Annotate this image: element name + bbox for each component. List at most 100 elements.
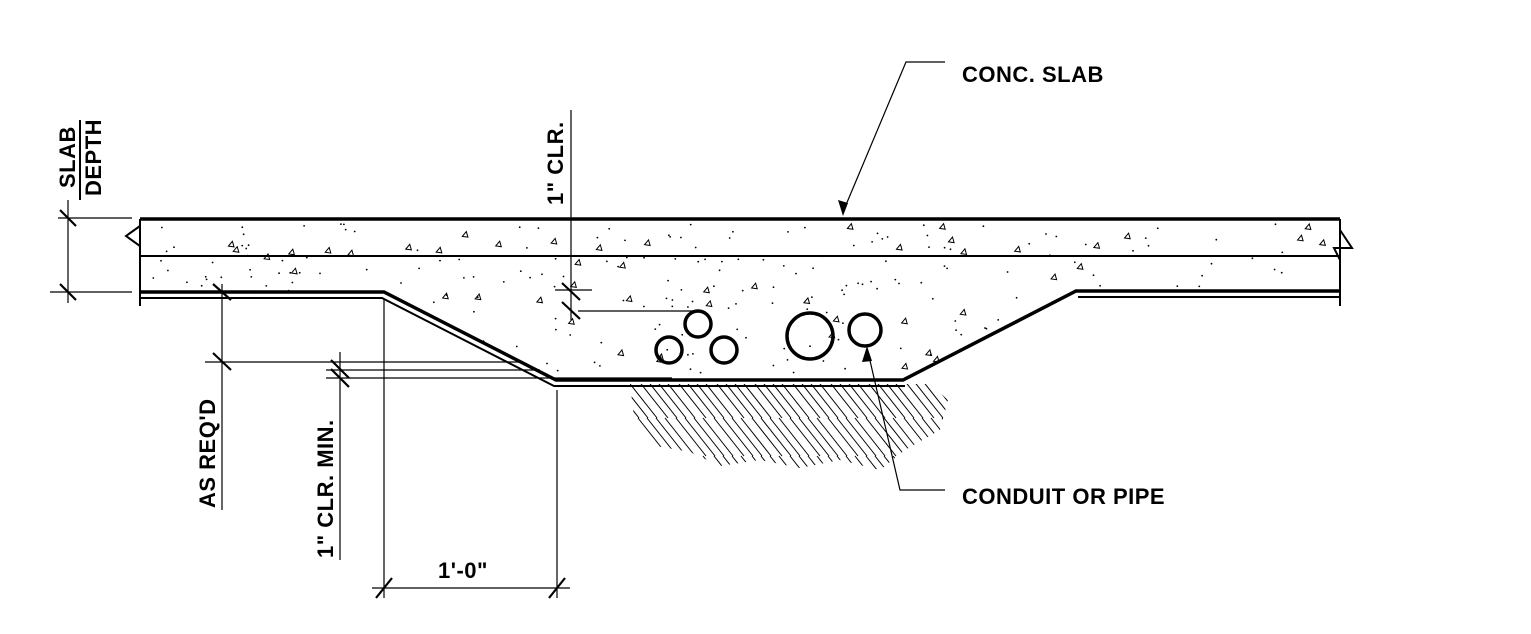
- soil-hatch-line: [883, 455, 915, 470]
- clr-min-tick-bot: [330, 368, 350, 388]
- soil-hatch-line: [903, 384, 935, 419]
- aggregate-speck: [152, 277, 155, 279]
- aggregate-speck: [894, 278, 897, 281]
- aggregate-speck: [689, 368, 692, 370]
- aggregate-speck: [1037, 340, 1040, 343]
- aggregate-speck: [943, 246, 946, 249]
- aggregate-speck: [418, 267, 420, 270]
- aggregate-triangle: [260, 307, 269, 315]
- soil-hatch-line: [740, 455, 772, 470]
- aggregate-triangle: [705, 299, 713, 308]
- aggregate-speck: [429, 331, 432, 334]
- aggregate-speck: [718, 269, 721, 272]
- as-reqd-tick-bot: [212, 352, 232, 371]
- aggregate-speck: [876, 287, 878, 290]
- aggregate-speck: [1215, 238, 1218, 241]
- aggregate-speck: [622, 299, 625, 302]
- aggregate-speck: [502, 281, 505, 283]
- aggregate-triangle: [1076, 262, 1084, 270]
- aggregate-triangle: [625, 294, 633, 303]
- soil-hatch-line: [892, 455, 924, 470]
- slab-bottom-inner: [140, 297, 905, 387]
- aggregate-speck: [148, 369, 151, 372]
- aggregate-triangle: [461, 230, 469, 238]
- soil-hatch-line: [816, 455, 848, 470]
- soil-hatch-line: [903, 455, 935, 470]
- aggregate-speck: [235, 355, 238, 358]
- aggregate-speck: [365, 268, 368, 271]
- aggregate-triangle: [290, 267, 298, 275]
- aggregate-triangle: [494, 240, 502, 248]
- aggregate-speck: [1301, 306, 1304, 309]
- aggregate-speck: [465, 338, 468, 340]
- aggregate-speck: [1251, 257, 1254, 260]
- conduit-small-1: [683, 309, 713, 339]
- aggregate-triangle: [947, 235, 955, 244]
- slab-label: SLAB: [55, 126, 80, 188]
- aggregate-speck: [713, 285, 715, 288]
- soil-hatch-line: [664, 455, 696, 470]
- aggregate-speck: [762, 258, 765, 261]
- aggregate-speck: [946, 267, 948, 270]
- aggregate-triangle: [569, 280, 578, 288]
- aggregate-speck: [772, 364, 775, 367]
- aggregate-speck: [161, 226, 163, 229]
- aggregate-speck: [400, 282, 402, 284]
- aggregate-speck: [1156, 227, 1159, 230]
- soil-hatch-line: [836, 417, 868, 457]
- soil-hatch-line: [664, 417, 696, 457]
- aggregate-speck: [1006, 271, 1009, 273]
- soil-hatch-line: [630, 455, 649, 470]
- aggregate-triangle: [959, 308, 967, 316]
- soil-hatch-line: [675, 417, 707, 457]
- aggregate-speck: [982, 225, 985, 228]
- aggregate-speck: [1261, 368, 1264, 371]
- soil-hatch-line: [731, 455, 763, 470]
- conduit-medium: [847, 312, 883, 348]
- aggregate-speck: [949, 248, 952, 251]
- aggregate-speck: [809, 345, 811, 348]
- aggregate-speck: [287, 357, 289, 360]
- aggregate-speck: [167, 269, 169, 272]
- aggregate-speck: [173, 246, 175, 249]
- aggregate-speck: [249, 268, 252, 271]
- aggregate-speck: [179, 313, 182, 315]
- aggregate-speck: [1041, 361, 1043, 364]
- aggregate-triangle: [1318, 238, 1327, 247]
- slab-bottom-outer: [140, 289, 1340, 382]
- aggregate-speck: [1144, 237, 1147, 240]
- aggregate-speck: [303, 331, 306, 334]
- aggregate-speck: [792, 371, 795, 374]
- aggregate-speck: [1194, 323, 1197, 325]
- aggregate-triangle: [1140, 360, 1148, 368]
- aggregate-speck: [643, 256, 645, 259]
- aggregate-triangle: [1222, 299, 1231, 307]
- aggregate-speck: [692, 353, 694, 355]
- aggregate-speck: [772, 286, 775, 289]
- aggregate-speck: [680, 289, 683, 291]
- soil-hatch-line: [713, 417, 745, 457]
- aggregate-speck: [1113, 315, 1116, 317]
- left-break-mark: [124, 225, 141, 264]
- aggregate-speck: [281, 259, 284, 262]
- aggregate-speck: [658, 323, 661, 326]
- aggregate-speck: [806, 308, 809, 310]
- aggregate-speck: [160, 259, 162, 262]
- aggregate-triangle: [1218, 326, 1226, 334]
- aggregate-speck: [928, 246, 930, 249]
- aggregate-speck: [665, 297, 668, 300]
- aggregate-speck: [666, 348, 669, 351]
- aggregate-speck: [526, 247, 528, 249]
- soil-hatch-line: [827, 455, 859, 470]
- aggregate-speck: [843, 293, 845, 296]
- aggregate-speck: [1208, 308, 1210, 311]
- aggregate-speck: [654, 328, 657, 330]
- aggregate-speck: [728, 237, 731, 239]
- aggregate-speck: [674, 258, 677, 260]
- aggregate-triangle: [287, 248, 296, 256]
- soil-hatch-line: [630, 417, 640, 457]
- aggregate-speck: [643, 305, 645, 308]
- aggregate-triangle: [306, 340, 314, 348]
- soil-hatch-line: [630, 455, 658, 470]
